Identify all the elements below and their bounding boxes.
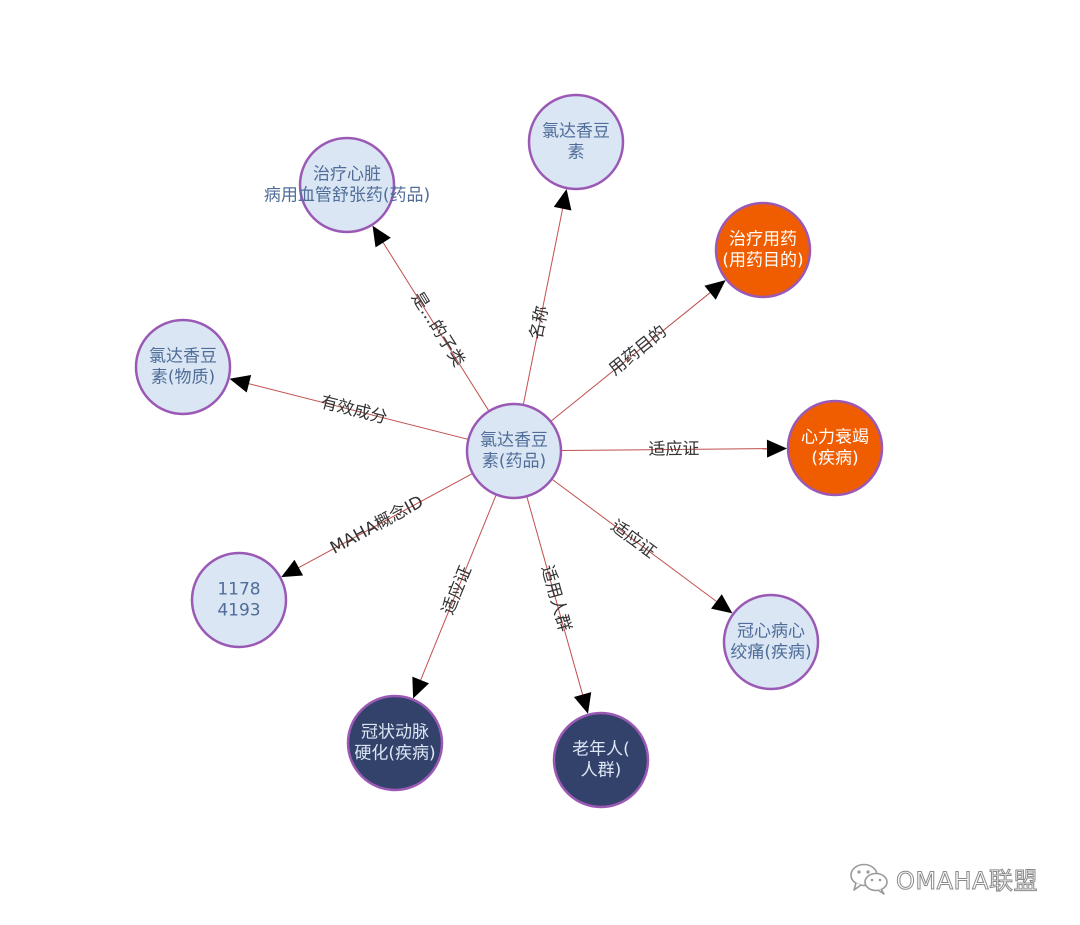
node-circle bbox=[465, 402, 563, 500]
node-label-line: (用药目的) bbox=[722, 251, 803, 271]
node-circle bbox=[527, 93, 625, 191]
edge-arrowhead bbox=[553, 189, 572, 211]
node-circle bbox=[714, 201, 812, 299]
edge-angina bbox=[551, 478, 722, 606]
edge-label-heart: 适应证 bbox=[648, 439, 699, 459]
node-label-line: 冠状动脉 bbox=[361, 723, 429, 743]
node-circle bbox=[552, 711, 650, 809]
node-label-line: 治疗心脏 bbox=[313, 165, 381, 185]
node-label-line: 1178 bbox=[217, 580, 260, 600]
edge-coronary bbox=[417, 494, 497, 686]
node-label-line: 冠心病心 bbox=[737, 622, 805, 642]
node-label-line: (疾病) bbox=[811, 449, 858, 469]
edge-arrowhead bbox=[766, 439, 788, 458]
node-circle bbox=[134, 318, 232, 416]
edge-arrowhead bbox=[573, 692, 592, 714]
edge-label-omaha: MAHA概念ID bbox=[326, 491, 426, 558]
edge-arrowhead bbox=[704, 280, 726, 300]
edges-layer bbox=[229, 189, 788, 714]
edge-substance bbox=[242, 381, 469, 440]
edge-arrowhead bbox=[281, 559, 304, 578]
edge-label-name: 名称 bbox=[527, 304, 553, 341]
node-circle bbox=[190, 551, 288, 649]
node-heart[interactable]: 心力衰竭(疾病) bbox=[786, 399, 884, 497]
edge-label-substance: 有效成分 bbox=[318, 392, 389, 428]
edge-heart bbox=[560, 448, 774, 452]
node-label-line: 病用血管舒张药(药品) bbox=[264, 186, 430, 206]
node-label-line: 素(药品) bbox=[482, 452, 546, 472]
watermark: OMAHA联盟 bbox=[848, 858, 1038, 898]
node-label-line: 心力衰竭 bbox=[801, 428, 869, 448]
edge-label-elderly: 适用人群 bbox=[537, 563, 575, 634]
edge-label-purpose: 用药目的 bbox=[605, 322, 670, 380]
node-circle bbox=[346, 694, 444, 792]
edge-label-coronary: 适应证 bbox=[438, 563, 476, 618]
edge-arrowhead bbox=[372, 225, 391, 248]
node-label-line: 氯达香豆 bbox=[480, 431, 548, 451]
node-label-line: 氯达香豆 bbox=[149, 347, 217, 367]
node-label-line: 4193 bbox=[217, 601, 260, 621]
edge-subclass bbox=[379, 237, 490, 412]
edge-label-angina: 适应证 bbox=[607, 516, 660, 562]
nodes-layer: 氯达香豆素治疗心脏病用血管舒张药(药品)治疗用药(用药目的)氯达香豆素(物质)心… bbox=[134, 93, 884, 809]
node-label-line: 老年人( bbox=[572, 740, 630, 760]
wechat-icon bbox=[850, 863, 888, 895]
watermark-text: OMAHA联盟 bbox=[896, 866, 1038, 895]
edge-purpose bbox=[550, 288, 716, 422]
node-circle bbox=[722, 593, 820, 691]
node-label-line: 硬化(疾病) bbox=[354, 744, 435, 764]
node-label-line: 治疗用药 bbox=[729, 230, 797, 250]
edge-omaha bbox=[293, 472, 473, 571]
node-label-line: 氯达香豆 bbox=[542, 122, 610, 142]
node-elderly[interactable]: 老年人(人群) bbox=[552, 711, 650, 809]
node-purpose[interactable]: 治疗用药(用药目的) bbox=[714, 201, 812, 299]
edge-arrowhead bbox=[412, 676, 429, 699]
node-label-line: 素(物质) bbox=[151, 368, 215, 388]
edge-name bbox=[522, 202, 565, 406]
node-label-line: 素 bbox=[568, 143, 585, 163]
node-label-line: 绞痛(疾病) bbox=[730, 643, 811, 663]
node-label-line: 人群) bbox=[581, 761, 622, 781]
node-circle bbox=[298, 136, 396, 234]
edge-elderly bbox=[526, 496, 585, 701]
edge-arrowhead bbox=[711, 594, 733, 614]
edge-label-subclass: 是...的子类 bbox=[407, 289, 469, 371]
edge-arrowhead bbox=[229, 375, 252, 393]
node-circle bbox=[786, 399, 884, 497]
